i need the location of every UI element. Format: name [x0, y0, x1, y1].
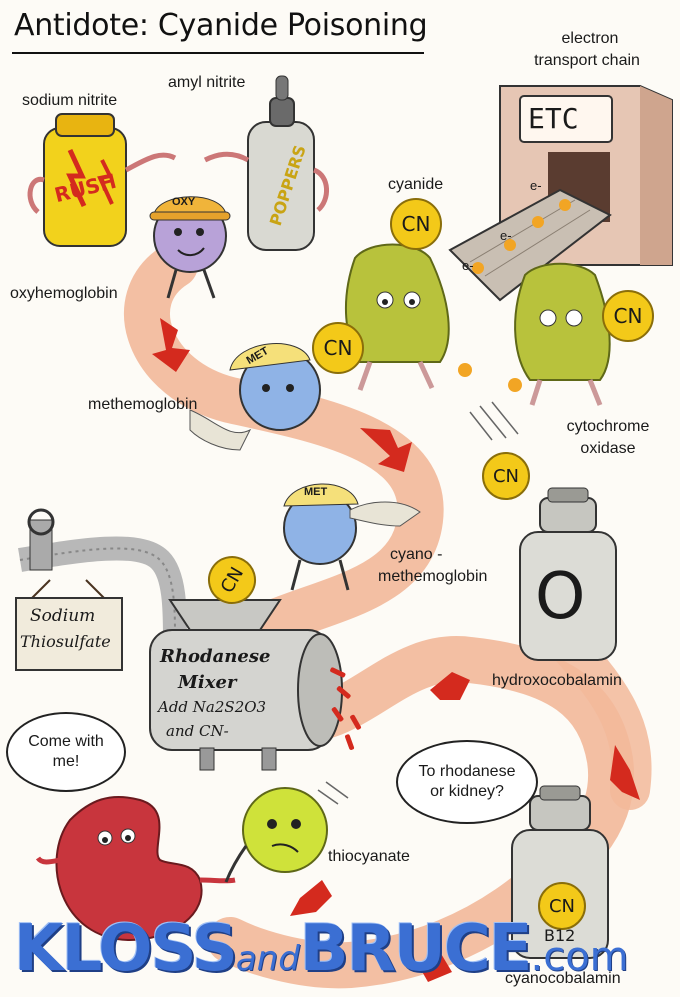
electron-symbol-2: e- — [500, 228, 512, 243]
electron-symbol-1: e- — [530, 178, 542, 193]
cyano-methemoglobin-character — [283, 483, 421, 591]
label-thiocyanate: thiocyanate — [328, 848, 410, 865]
bottle-speech-bubble: To rhodanese or kidney? — [396, 740, 538, 824]
label-transport-chain: transport chain — [534, 52, 640, 69]
mixer-line-3: Add Na2S2O3 — [158, 698, 267, 716]
kidney-bubble-line-2: me! — [52, 753, 80, 770]
motion-lines — [317, 401, 519, 805]
mixer-line-4: and CN- — [166, 722, 229, 740]
brand-part-4: .com — [530, 934, 629, 980]
cn-coin-6: CN — [538, 882, 586, 930]
arrow-6 — [420, 952, 452, 982]
label-oxyhemoglobin: oxyhemoglobin — [10, 285, 118, 302]
label-cyanide: cyanide — [388, 176, 444, 193]
brand-part-1: KLOSS — [14, 912, 238, 986]
bottle-bubble-line-2: or kidney? — [430, 783, 504, 800]
sign-line-1: Sodium — [30, 606, 96, 626]
brand-part-3: BRUCE — [299, 912, 533, 986]
kidney-character — [35, 795, 236, 942]
conveyor-belt — [448, 188, 612, 392]
cytochrome-oxidase-left — [345, 243, 450, 391]
brand-part-2: and — [235, 939, 300, 979]
label-methemoglobin: methemoglobin — [88, 396, 198, 413]
b12-label: B12 — [544, 926, 576, 945]
etc-label: ETC — [528, 102, 579, 135]
arrow-4 — [610, 745, 640, 800]
label-cyano: cyano - — [390, 546, 443, 563]
cn-coin-4: CN — [482, 452, 530, 500]
label-sodium-nitrite: sodium nitrite — [22, 92, 118, 109]
label-hydroxocobalamin: hydroxocobalamin — [492, 672, 622, 689]
cn-coin-1: CN — [390, 198, 442, 250]
mixer-line-1: Rhodanese — [160, 646, 271, 667]
arrow-3 — [430, 672, 470, 700]
label-cytochrome: cytochrome — [566, 418, 650, 435]
cytochrome-oxidase-right — [514, 262, 611, 406]
hydroxo-letter: O — [535, 560, 586, 634]
label-electron: electron — [561, 30, 619, 47]
sign-line-2: Thiosulfate — [20, 632, 111, 651]
poppers-bottle — [203, 75, 329, 251]
red-arrows — [152, 318, 640, 982]
cn-coin-3: CN — [602, 290, 654, 342]
label-cyano-methemoglobin: methemoglobin — [378, 568, 488, 585]
hydroxocobalamin-bottle — [519, 487, 617, 661]
arrow-2 — [360, 428, 412, 472]
kidney-bubble-line-1: Come with — [28, 733, 104, 750]
kidney-speech-bubble: Come with me! — [6, 712, 126, 792]
electron-symbol-3: e- — [462, 258, 474, 273]
label-amyl-nitrite: amyl nitrite — [168, 74, 246, 91]
methemoglobin-character — [189, 343, 321, 451]
title-underline — [12, 52, 424, 54]
page-title: Antidote: Cyanide Poisoning — [14, 8, 428, 43]
cn-coin-2: CN — [312, 322, 364, 374]
mixer-line-2: Mixer — [178, 672, 237, 693]
arrow-1 — [152, 318, 190, 372]
arrow-5 — [290, 880, 332, 916]
oxy-cap-label: OXY — [172, 196, 196, 208]
oxyhemoglobin-character — [149, 196, 231, 299]
thiocyanate-character — [224, 787, 328, 883]
rush-bottle — [27, 113, 177, 247]
brand-logo: KLOSSandBRUCE.com — [14, 912, 674, 986]
label-cyanocobalamin: cyanocobalamin — [505, 970, 621, 987]
met-cap-label-2: MET — [304, 486, 328, 498]
label-oxidase: oxidase — [580, 440, 636, 457]
bottle-bubble-line-1: To rhodanese — [418, 763, 516, 780]
